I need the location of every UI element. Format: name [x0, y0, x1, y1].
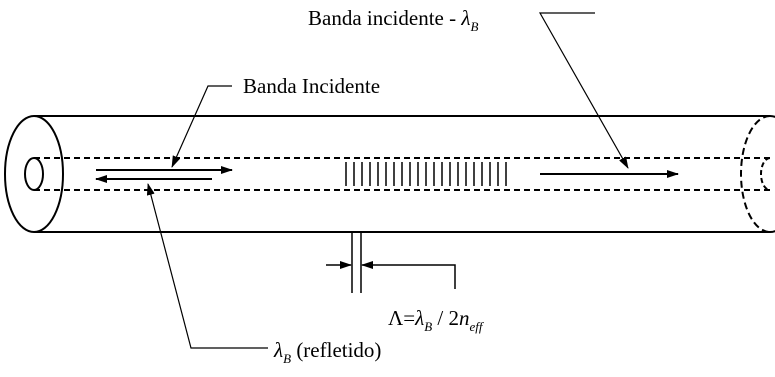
lambda-subscript-period: B — [424, 319, 432, 334]
n-subscript: eff — [469, 319, 484, 334]
leader-reflected — [146, 183, 268, 349]
period-arrow-right — [361, 261, 456, 289]
period-marker — [326, 233, 456, 293]
fiber-right-end-face-visible — [769, 115, 775, 233]
fiber-left-end-face — [4, 115, 64, 233]
leader-banda-incidente-left — [171, 85, 232, 168]
period-symbol: Λ= — [388, 306, 415, 330]
lambda-subscript-reflected: B — [283, 351, 291, 366]
fiber-right-end-face-hidden — [740, 115, 771, 233]
lambda-symbol-reflected: λ — [273, 338, 283, 362]
bragg-grating — [345, 162, 507, 186]
reflected-suffix: (refletido) — [291, 338, 381, 362]
label-banda-incidente-left: Banda Incidente — [243, 74, 380, 98]
fiber-core — [24, 157, 771, 191]
label-banda-incidente-right: Banda incidente - λB — [308, 6, 478, 34]
label-period-formula: Λ=λB / 2neff — [388, 306, 485, 334]
period-divider: / 2 — [432, 306, 459, 330]
lambda-symbol-top: λ — [460, 6, 470, 30]
fiber-cladding — [4, 115, 775, 233]
core-left-end — [24, 157, 44, 191]
n-symbol: n — [459, 306, 470, 330]
lambda-subscript-top: B — [470, 19, 478, 34]
label-banda-incidente-right-prefix: Banda incidente - — [308, 6, 461, 30]
core-right-end — [760, 157, 771, 191]
lambda-symbol-period: λ — [414, 306, 424, 330]
label-reflected: λB (refletido) — [273, 338, 381, 366]
leader-banda-incidente-right — [538, 12, 629, 169]
